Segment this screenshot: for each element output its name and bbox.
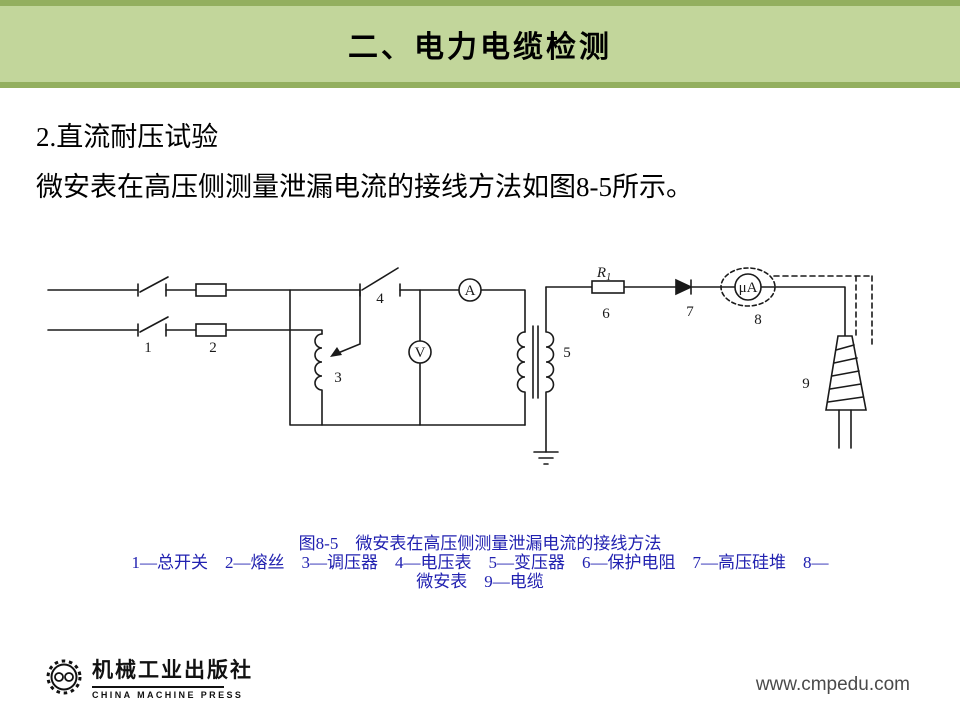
shield-dashed-lines <box>773 275 873 349</box>
hv-diode-symbol <box>675 278 693 296</box>
website-url: www.cmpedu.com <box>755 674 910 695</box>
protective-resistor-symbol <box>591 280 625 294</box>
hv-switch-symbol <box>359 267 401 297</box>
publisher-logo: 机械工业出版社 CHINA MACHINE PRESS <box>44 654 253 700</box>
label-main-switch: 1 <box>144 340 152 356</box>
slide-title: 二、电力电缆检测 <box>348 31 612 64</box>
label-resistor-num: 6 <box>602 306 610 322</box>
publisher-divider <box>92 686 224 688</box>
resistor-label: R1 <box>596 265 611 283</box>
supply-wires <box>47 289 526 335</box>
fuse-symbol <box>195 283 227 337</box>
microammeter-symbol <box>720 267 776 307</box>
figure-caption: 图8-5 微安表在高压侧测量泄漏电流的接线方法 1—总开关 2—熔丝 3—调压器… <box>0 534 960 591</box>
publisher-text-block: 机械工业出版社 CHINA MACHINE PRESS <box>92 654 253 700</box>
microammeter-label: μA <box>739 280 758 296</box>
ammeter-symbol <box>458 278 482 302</box>
figure-caption-title: 图8-5 微安表在高压侧测量泄漏电流的接线方法 <box>298 534 662 553</box>
bottom-rail <box>289 289 526 426</box>
slide-header: 二、电力电缆检测 <box>0 0 960 88</box>
main-switch-symbol <box>137 276 169 337</box>
body-line-2: 微安表在高压侧测量泄漏电流的接线方法如图8-5所示。 <box>36 172 693 202</box>
body-line-1: 2.直流耐压试验 <box>36 122 219 152</box>
label-transformer: 5 <box>563 345 571 361</box>
transformer-symbol <box>516 286 555 453</box>
label-diode: 7 <box>686 304 694 320</box>
label-cable: 9 <box>802 376 810 392</box>
publisher-name-cn: 机械工业出版社 <box>92 659 253 682</box>
voltmeter-symbol <box>408 289 432 426</box>
label-microammeter-num: 8 <box>754 312 762 328</box>
label-fuse: 2 <box>209 340 217 356</box>
publisher-name-en: CHINA MACHINE PRESS <box>92 690 244 700</box>
label-regulator: 3 <box>334 370 342 386</box>
figure-legend-line-1: 1—总开关 2—熔丝 3—调压器 4—电压表 5—变压器 6—保护电阻 7—高压… <box>131 553 829 572</box>
ammeter-label: A <box>465 283 476 299</box>
figure-legend-line-2: 微安表 9—电缆 <box>416 572 544 591</box>
voltage-regulator-symbol <box>314 289 361 426</box>
hv-output-wire <box>545 286 846 337</box>
ground-symbol <box>533 451 559 465</box>
cable-termination-symbol <box>825 335 867 449</box>
label-hv-switch: 4 <box>376 291 384 307</box>
voltmeter-label: V <box>415 345 426 361</box>
body-text: 2.直流耐压试验 微安表在高压侧测量泄漏电流的接线方法如图8-5所示。 <box>36 120 936 220</box>
publisher-gear-icon <box>46 659 82 695</box>
